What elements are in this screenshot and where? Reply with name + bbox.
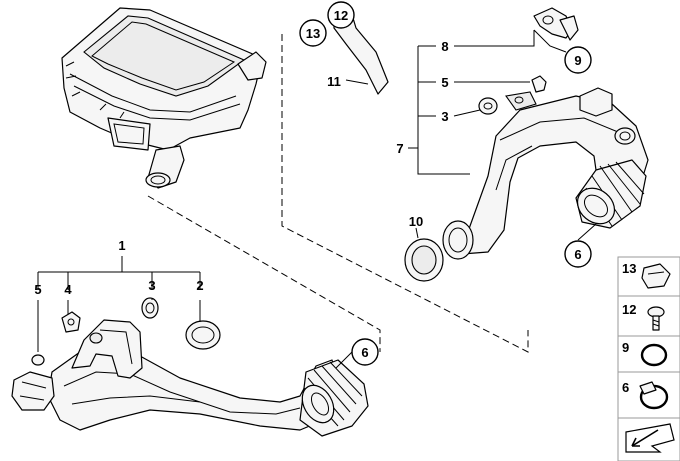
upper-bellows xyxy=(575,159,647,229)
air-filter-housing xyxy=(61,7,267,189)
callout-5-left: 5 xyxy=(34,282,41,297)
grommet-3-right xyxy=(478,97,498,115)
screw-icon xyxy=(647,306,665,331)
clip-icon xyxy=(641,263,671,289)
legend-label-13: 13 xyxy=(622,261,636,276)
connection-lines xyxy=(147,34,529,353)
callout-11: 11 xyxy=(327,74,341,89)
seal-ring-10 xyxy=(404,238,444,282)
legend-label-9: 9 xyxy=(622,340,629,355)
upper-duct-assembly xyxy=(442,87,649,260)
nut-4 xyxy=(61,311,81,333)
mount-left xyxy=(11,371,55,411)
legend-row-9: 9 xyxy=(622,340,668,367)
callout-7: 7 xyxy=(396,141,403,156)
callout-6-left: 6 xyxy=(361,345,368,360)
grommet-2 xyxy=(185,320,221,350)
intake-duct-assembly xyxy=(11,319,369,437)
callout-3-right: 3 xyxy=(441,109,448,124)
duct-seal xyxy=(442,220,474,260)
nut-5-right xyxy=(531,75,547,93)
callout-10: 10 xyxy=(409,214,423,229)
washer-5-left xyxy=(31,354,45,366)
grommet-3-left xyxy=(141,297,159,319)
legend-row-13: 13 xyxy=(622,261,671,289)
callout-8: 8 xyxy=(441,39,448,54)
legend-label-12: 12 xyxy=(622,302,636,317)
intake-bellows xyxy=(299,359,369,437)
bracket xyxy=(71,319,143,379)
callout-1: 1 xyxy=(118,238,125,253)
arrow-icon xyxy=(625,423,675,453)
callout-3-left: 3 xyxy=(148,278,155,293)
callout-2: 2 xyxy=(196,278,203,293)
sensor-8 xyxy=(533,7,579,41)
callout-13: 13 xyxy=(306,26,320,41)
callout-4: 4 xyxy=(64,282,72,297)
hose-clamp-icon xyxy=(639,381,669,410)
callouts: 1 2 3 4 5 6 7 8 5 3 9 10 11 12 13 6 xyxy=(34,1,592,366)
legend-label-6: 6 xyxy=(622,380,629,395)
o-ring-icon xyxy=(640,343,668,367)
legend-row-6: 6 xyxy=(622,380,669,410)
leader-lines xyxy=(37,29,597,369)
callout-5-right: 5 xyxy=(441,75,448,90)
callout-6-right: 6 xyxy=(574,247,581,262)
legend-row-12: 12 xyxy=(622,302,665,331)
parts-legend: 13 12 9 6 xyxy=(617,256,680,461)
callout-12: 12 xyxy=(334,8,348,23)
callout-9: 9 xyxy=(574,53,581,68)
